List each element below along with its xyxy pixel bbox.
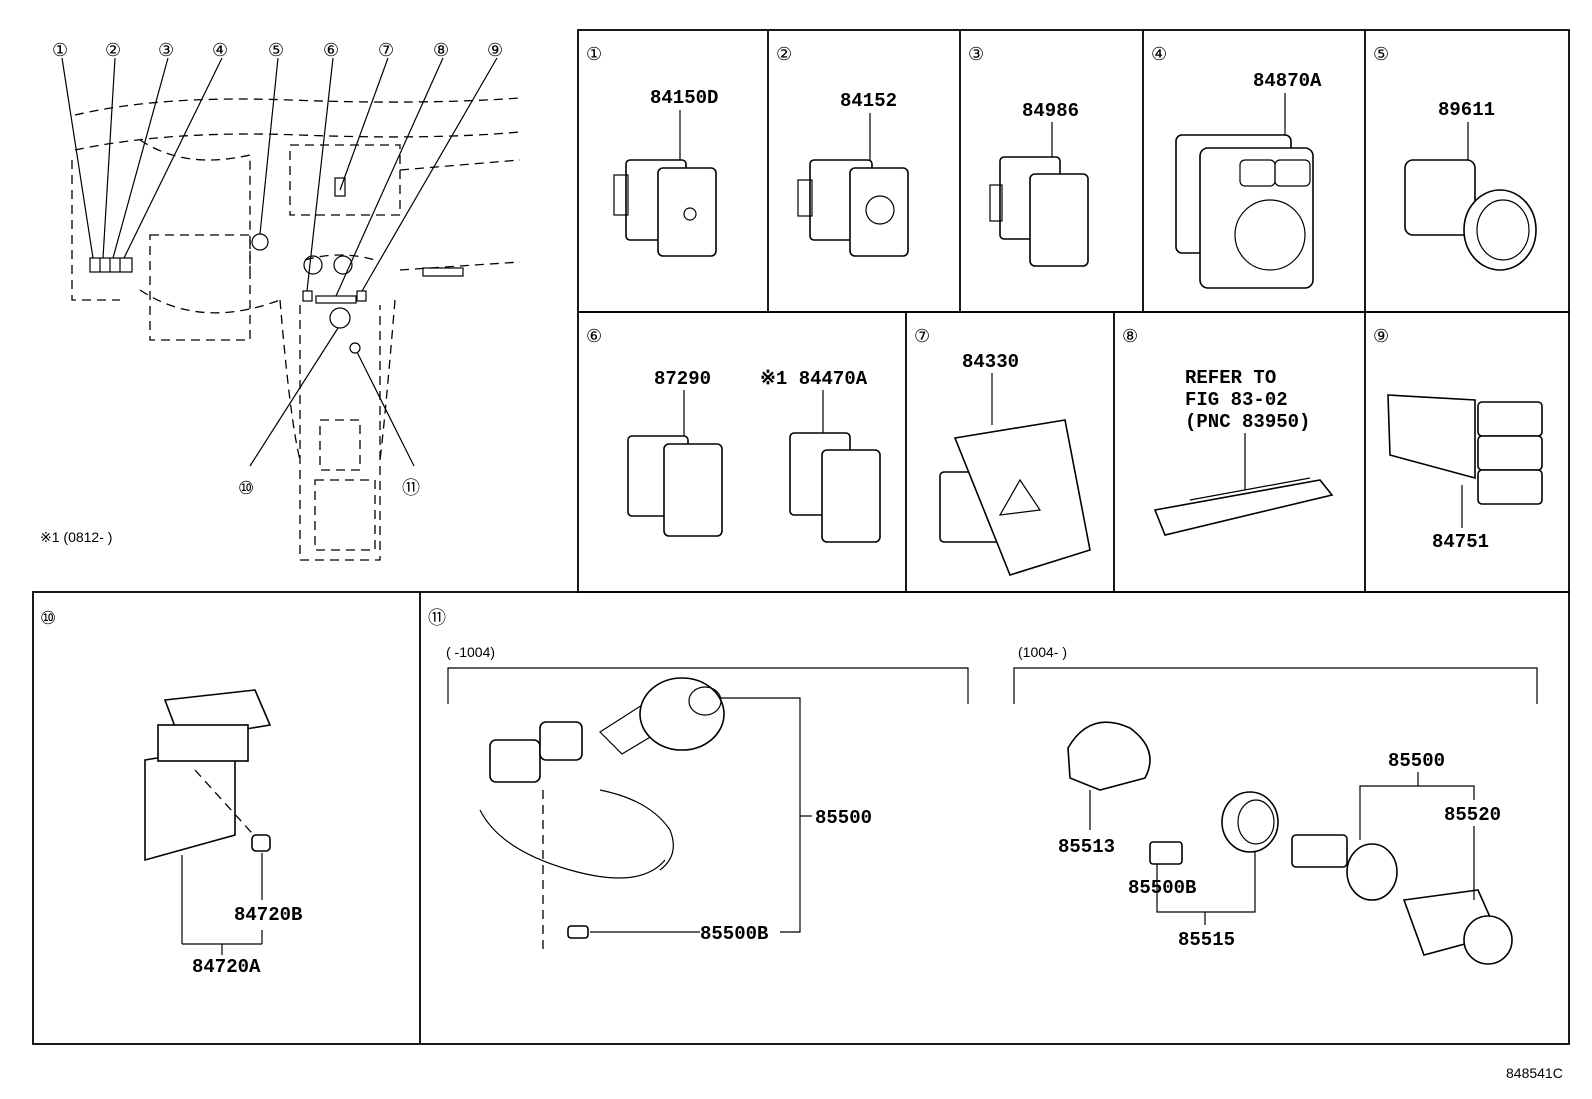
callout-3: ③	[158, 40, 174, 61]
range-before-1004: ( -1004)	[446, 644, 495, 660]
panel-3-number: ③	[968, 44, 984, 65]
headlight-leveling-switch	[797, 159, 909, 257]
range-after-1004: (1004- )	[1018, 644, 1067, 660]
part-number-85500-right: 85500	[1388, 750, 1445, 772]
callout-5: ⑤	[268, 40, 284, 61]
callout-1: ①	[52, 40, 68, 61]
part-number-85515: 85515	[1178, 929, 1235, 951]
range-bracket-left	[447, 667, 969, 704]
panel-9: ⑨ 84751	[1373, 326, 1543, 553]
panel-1: ① 84150D	[586, 44, 718, 257]
callout-2: ②	[105, 40, 121, 61]
panel-11-number: ⑪	[428, 608, 446, 629]
callout-9: ⑨	[487, 40, 503, 61]
part-number-84720A: 84720A	[192, 956, 261, 978]
callout-8: ⑧	[433, 40, 449, 61]
eco-off-switch	[789, 432, 881, 543]
panel-2-number: ②	[776, 44, 792, 65]
callout-7: ⑦	[378, 40, 394, 61]
panel-5: ⑤ 89611	[1373, 44, 1537, 271]
panel-1-number: ①	[586, 44, 602, 65]
panel-10-number: ⑩	[40, 608, 56, 629]
seat-heater-switch-assy	[1387, 394, 1543, 505]
refer-fig-line: FIG 83-02	[1185, 389, 1288, 411]
lighter-parts-new	[1067, 721, 1513, 965]
panel-2: ② 84152	[776, 44, 909, 257]
seat-heater-switch	[627, 435, 723, 537]
panel-10: ⑩ 84720B 84720A	[40, 608, 302, 978]
panel-8-number: ⑧	[1122, 326, 1138, 347]
heater-control-panel	[1153, 477, 1334, 536]
part-number-89611: 89611	[1438, 99, 1495, 121]
figure-id: 848541C	[1506, 1065, 1563, 1081]
panel-9-number: ⑨	[1373, 326, 1389, 347]
part-number-87290: 87290	[654, 368, 711, 390]
panel-grid	[32, 29, 1570, 1045]
callout-10: ⑩	[238, 478, 254, 499]
part-number-84986: 84986	[1022, 100, 1079, 122]
hazard-switch	[939, 419, 1091, 576]
panel-3: ③ 84986	[968, 44, 1089, 267]
panel-7-number: ⑦	[914, 326, 930, 347]
fog-lamp-switch	[613, 159, 717, 257]
part-number-84870A: 84870A	[1253, 70, 1322, 92]
part-number-84720B: 84720B	[234, 904, 302, 926]
panel-6: ⑥ 87290 ※1 84470A	[586, 326, 881, 543]
panel-7: ⑦ 84330	[914, 326, 1091, 576]
panel-11: ⑪ ( -1004) (1004- ) 85500 85500B	[428, 608, 1538, 965]
callout-11: ⑪	[402, 478, 420, 499]
part-number-84751: 84751	[1432, 531, 1489, 553]
cigarette-lighter-assy-old	[479, 677, 725, 950]
part-number-84150D: 84150D	[650, 87, 718, 109]
panel-5-number: ⑤	[1373, 44, 1389, 65]
switch-with-bulb	[144, 689, 272, 862]
refer-pnc-line: (PNC 83950)	[1185, 411, 1310, 433]
vsc-off-switch	[989, 156, 1089, 267]
panel-6-number: ⑥	[586, 326, 602, 347]
callout-4: ④	[212, 40, 228, 61]
part-number-84330: 84330	[962, 351, 1019, 373]
engine-start-button	[1404, 159, 1537, 271]
range-bracket-right	[1013, 667, 1538, 704]
part-number-84152: 84152	[840, 90, 897, 112]
part-number-85513: 85513	[1058, 836, 1115, 858]
part-number-85500-left: 85500	[815, 807, 872, 829]
panel-4-number: ④	[1151, 44, 1167, 65]
dashboard-overview: ① ② ③ ④ ⑤ ⑥ ⑦ ⑧ ⑨ ⑩ ⑪ ※1 (0812- )	[40, 40, 521, 561]
callout-6: ⑥	[323, 40, 339, 61]
part-number-85500B-right: 85500B	[1128, 877, 1196, 899]
panel-8: ⑧ REFER TO FIG 83-02 (PNC 83950)	[1122, 326, 1334, 536]
part-number-85500B-left: 85500B	[700, 923, 768, 945]
panel-4: ④ 84870A	[1151, 44, 1322, 289]
part-number-85520: 85520	[1444, 804, 1501, 826]
refer-to-line: REFER TO	[1185, 367, 1276, 389]
part-number-84470A: ※1 84470A	[760, 368, 868, 390]
mirror-switch	[1175, 134, 1314, 289]
date-note: ※1 (0812- )	[40, 529, 112, 545]
